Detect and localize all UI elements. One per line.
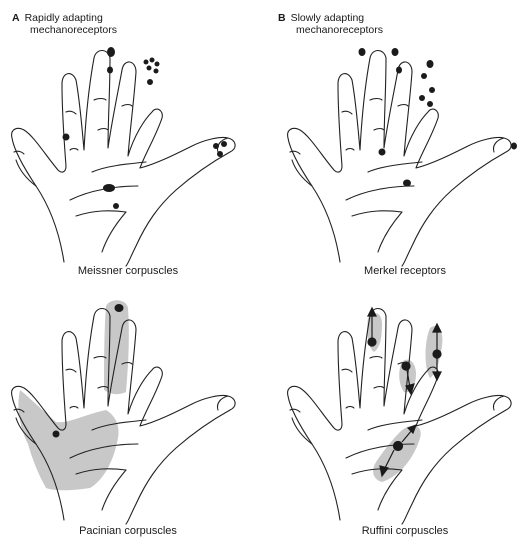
hand-pacinian — [12, 300, 235, 524]
ruffini-receptive-fields — [367, 313, 442, 482]
meissner-dot — [103, 184, 115, 192]
meissner-dot — [107, 47, 115, 57]
meissner-dot — [217, 151, 223, 157]
merkel-dot — [396, 67, 402, 74]
ruffini-dot — [433, 350, 441, 358]
meissner-dot — [144, 60, 149, 65]
merkel-dot — [392, 48, 399, 56]
meissner-dot — [63, 134, 70, 141]
meissner-dot — [155, 62, 160, 67]
merkel-dot — [421, 73, 427, 79]
meissner-dot — [147, 79, 153, 85]
hand-ruffini — [288, 308, 511, 524]
pacinian-dot — [53, 431, 60, 438]
hand-meissner — [12, 47, 235, 266]
meissner-dot — [150, 58, 155, 63]
hand-merkel — [288, 48, 517, 266]
ruffini-dot — [368, 338, 376, 346]
merkel-dot — [511, 143, 517, 150]
merkel-dot — [419, 95, 425, 101]
merkel-dot — [427, 101, 433, 107]
pacinian-receptive-fields — [18, 300, 128, 490]
merkel-dot — [403, 180, 411, 187]
merkel-dot — [427, 60, 434, 68]
ruffini-field — [373, 426, 421, 482]
meissner-dot — [221, 141, 227, 147]
meissner-dot — [147, 66, 152, 71]
merkel-dot — [379, 149, 386, 156]
meissner-dot — [113, 203, 119, 209]
ruffini-dot — [394, 442, 403, 451]
meissner-dot — [154, 69, 159, 74]
ruffini-dot — [402, 362, 410, 370]
meissner-dot — [107, 67, 113, 74]
merkel-dot — [359, 48, 366, 56]
arrowhead-icon — [433, 372, 441, 380]
meissner-dot — [213, 143, 219, 149]
merkel-dot — [429, 87, 435, 93]
meissner-receptive-fields — [63, 47, 228, 209]
pacinian-field-finger — [104, 300, 129, 394]
pacinian-dot — [115, 304, 124, 312]
